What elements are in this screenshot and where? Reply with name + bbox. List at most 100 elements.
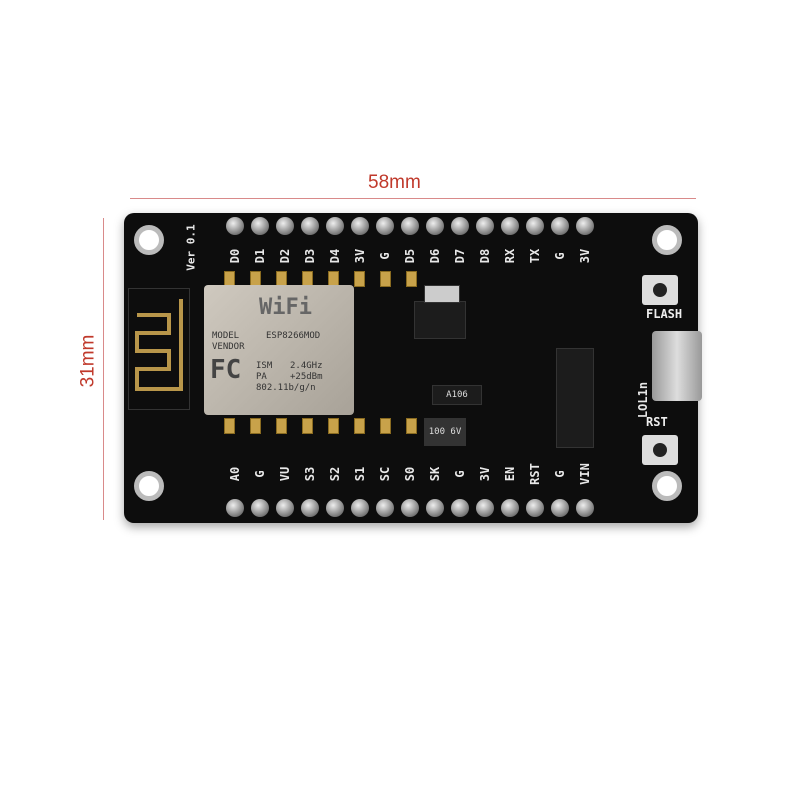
top-pin-label: D7 [453,248,467,264]
bottom-pin-label: EN [503,466,517,482]
header-pin [476,499,494,517]
bottom-pin-label: VIN [578,463,592,485]
header-pin [376,499,394,517]
header-pin [426,499,444,517]
rst-label: RST [646,415,668,429]
header-pin [301,217,319,235]
top-pin-label: D5 [403,248,417,264]
flash-button[interactable] [642,275,678,305]
header-pin [526,499,544,517]
version-label: Ver 0.1 [184,224,198,271]
bottom-pin-label: S0 [403,466,417,482]
mount-hole [134,225,164,255]
top-pin-label: 3V [578,248,592,264]
bottom-pin-label: SC [378,466,392,482]
module-pad [302,418,313,434]
top-pin-label: D1 [253,248,267,264]
module-pad [380,418,391,434]
bottom-pin-label: S2 [328,466,342,482]
header-pin [476,217,494,235]
header-pin [551,499,569,517]
standard-label: 802.11b/g/n [256,383,316,393]
reset-button[interactable] [642,435,678,465]
top-pin-label: G [378,252,392,260]
module-pad [224,418,235,434]
pa-label: PA [256,372,267,382]
bottom-pin-label: SK [428,466,442,482]
usb-serial-chip [556,348,594,448]
header-pin [576,217,594,235]
mount-hole [652,225,682,255]
bottom-pin-label: A0 [228,466,242,482]
header-pin [326,499,344,517]
top-pin-label: D0 [228,248,242,264]
freq-label: 2.4GHz [290,361,323,371]
chip-label: LOL1n [636,381,650,419]
module-pad [354,418,365,434]
top-pin-label: D4 [328,248,342,264]
mount-hole [134,471,164,501]
bottom-pin-label: 3V [478,466,492,482]
module-pad [380,271,391,287]
pcb-antenna [128,288,190,410]
top-pin-label: 3V [353,248,367,264]
wifi-logo: WiFi [259,295,312,320]
module-pad [328,418,339,434]
height-dimension-label: 31mm [77,334,99,388]
header-pin [501,217,519,235]
fcc-logo: FC [210,355,242,385]
nodemcu-board: Ver 0.1 D0 D1 D2 D3 D4 3V G D5 D6 D7 D8 RX TX G 3V A0 G V… [124,213,702,523]
width-dimension-label: 58mm [368,172,421,193]
top-pin-label: D6 [428,248,442,264]
header-pin [251,499,269,517]
header-pin [426,217,444,235]
top-pin-label: G [553,252,567,260]
regulator-tab [424,285,460,303]
header-pin [301,499,319,517]
power-label: +25dBm [290,372,323,382]
top-pin-label: TX [528,248,542,264]
bottom-pin-label: VU [278,466,292,482]
top-pin-label: D2 [278,248,292,264]
module-pad [354,271,365,287]
header-pin [501,499,519,517]
model-text: ESP8266MOD [266,331,321,341]
header-pin [326,217,344,235]
header-pin [226,499,244,517]
voltage-regulator [414,301,466,339]
header-pin [526,217,544,235]
width-dimension-line [130,198,696,199]
bottom-pin-label: RST [528,463,542,485]
bottom-pin-label: G [453,470,467,478]
header-pin [576,499,594,517]
top-pin-label: D8 [478,248,492,264]
header-pin [551,217,569,235]
header-pin [226,217,244,235]
header-pin [401,499,419,517]
module-pad [276,418,287,434]
mount-hole [652,471,682,501]
header-pin [251,217,269,235]
module-pad [250,418,261,434]
header-pin [351,217,369,235]
header-pin [276,217,294,235]
bottom-pin-label: S3 [303,466,317,482]
header-pin [451,217,469,235]
module-pad [406,271,417,287]
bottom-pin-label: S1 [353,466,367,482]
height-dimension-line [103,218,104,520]
capacitor: 100 6V [424,418,466,446]
bottom-pin-label: G [253,470,267,478]
top-pin-label: RX [503,248,517,264]
micro-usb-port[interactable] [652,331,702,401]
top-pin-label: D3 [303,248,317,264]
model-label: MODEL [212,331,240,341]
ism-label: ISM [256,361,273,371]
diode: A106 [432,385,482,405]
bottom-pin-label: G [553,470,567,478]
header-pin [451,499,469,517]
header-pin [276,499,294,517]
header-pin [376,217,394,235]
flash-label: FLASH [646,307,683,321]
